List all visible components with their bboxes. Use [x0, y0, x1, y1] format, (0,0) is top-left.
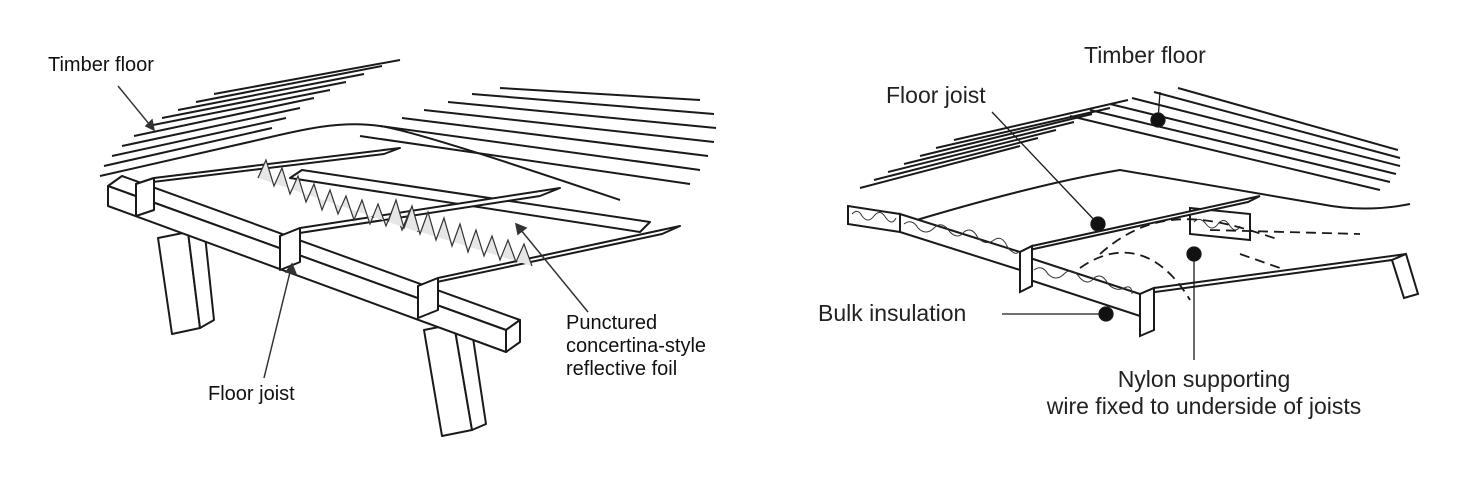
joist-1-face	[135, 177, 155, 217]
label-nylon-wire: Nylon supporting wire fixed to underside…	[1004, 366, 1404, 420]
label-wire-line-2: wire fixed to underside of joists	[1046, 393, 1362, 419]
label-foil-line-1: Punctured	[566, 312, 658, 334]
dot-floor-joist	[1090, 216, 1106, 232]
timber-floor-boards	[99, 59, 717, 201]
dot-timber-floor	[1150, 112, 1166, 128]
bearer-front-end	[505, 319, 521, 353]
joist-right-2	[1139, 253, 1407, 295]
leader-foil	[515, 223, 589, 313]
label-bulk-insulation: Bulk insulation	[818, 300, 967, 326]
bulk-insulation-illustration	[847, 87, 1420, 360]
joist-right-end	[1390, 252, 1420, 300]
reflective-foil-illustration	[99, 59, 717, 437]
joists-right	[1019, 195, 1420, 338]
joist-right-1-face	[1019, 244, 1033, 294]
leader-floor-joist	[263, 263, 293, 379]
arrowhead-foil	[514, 222, 528, 236]
label-timber-floor-right: Timber floor	[1084, 42, 1206, 68]
label-foil-line-3: reflective foil	[566, 358, 678, 380]
label-reflective-foil: Punctured concertina-style reflective fo…	[566, 312, 706, 381]
bulk-insulation-diagram: Timber floor Floor joist Bulk insulation…	[740, 0, 1483, 483]
joist-2-face	[279, 227, 301, 271]
arrowhead-floor-joist	[284, 262, 298, 276]
arrowhead-timber-floor	[144, 118, 156, 132]
reflective-foil-diagram: Timber floor Floor joist Punctured conce…	[0, 0, 740, 483]
joist-right-2-face	[1139, 286, 1155, 338]
batt-back	[1189, 206, 1251, 242]
leader-floor-joist-right	[991, 111, 1099, 225]
timber-floor-boards-right	[859, 87, 1411, 223]
label-timber-floor: Timber floor	[48, 54, 154, 76]
batt-texture	[851, 210, 1241, 295]
label-floor-joist: Floor joist	[208, 383, 295, 405]
leader-timber-floor	[117, 85, 155, 131]
batt-front-left	[847, 204, 901, 234]
label-floor-joist-right: Floor joist	[886, 82, 986, 108]
batt-front-middle	[899, 212, 1021, 272]
joist-3-face	[417, 277, 439, 319]
dot-bulk-insulation	[1098, 306, 1114, 322]
dot-nylon-wire	[1186, 246, 1202, 262]
foil-strip-2	[387, 198, 533, 267]
batt-front-right	[1029, 256, 1141, 318]
label-wire-line-1: Nylon supporting	[1117, 366, 1291, 392]
concertina-foil	[257, 158, 533, 267]
insulation-batts	[847, 204, 1251, 318]
label-foil-line-2: concertina-style	[566, 335, 707, 357]
nylon-wires	[1079, 218, 1361, 301]
